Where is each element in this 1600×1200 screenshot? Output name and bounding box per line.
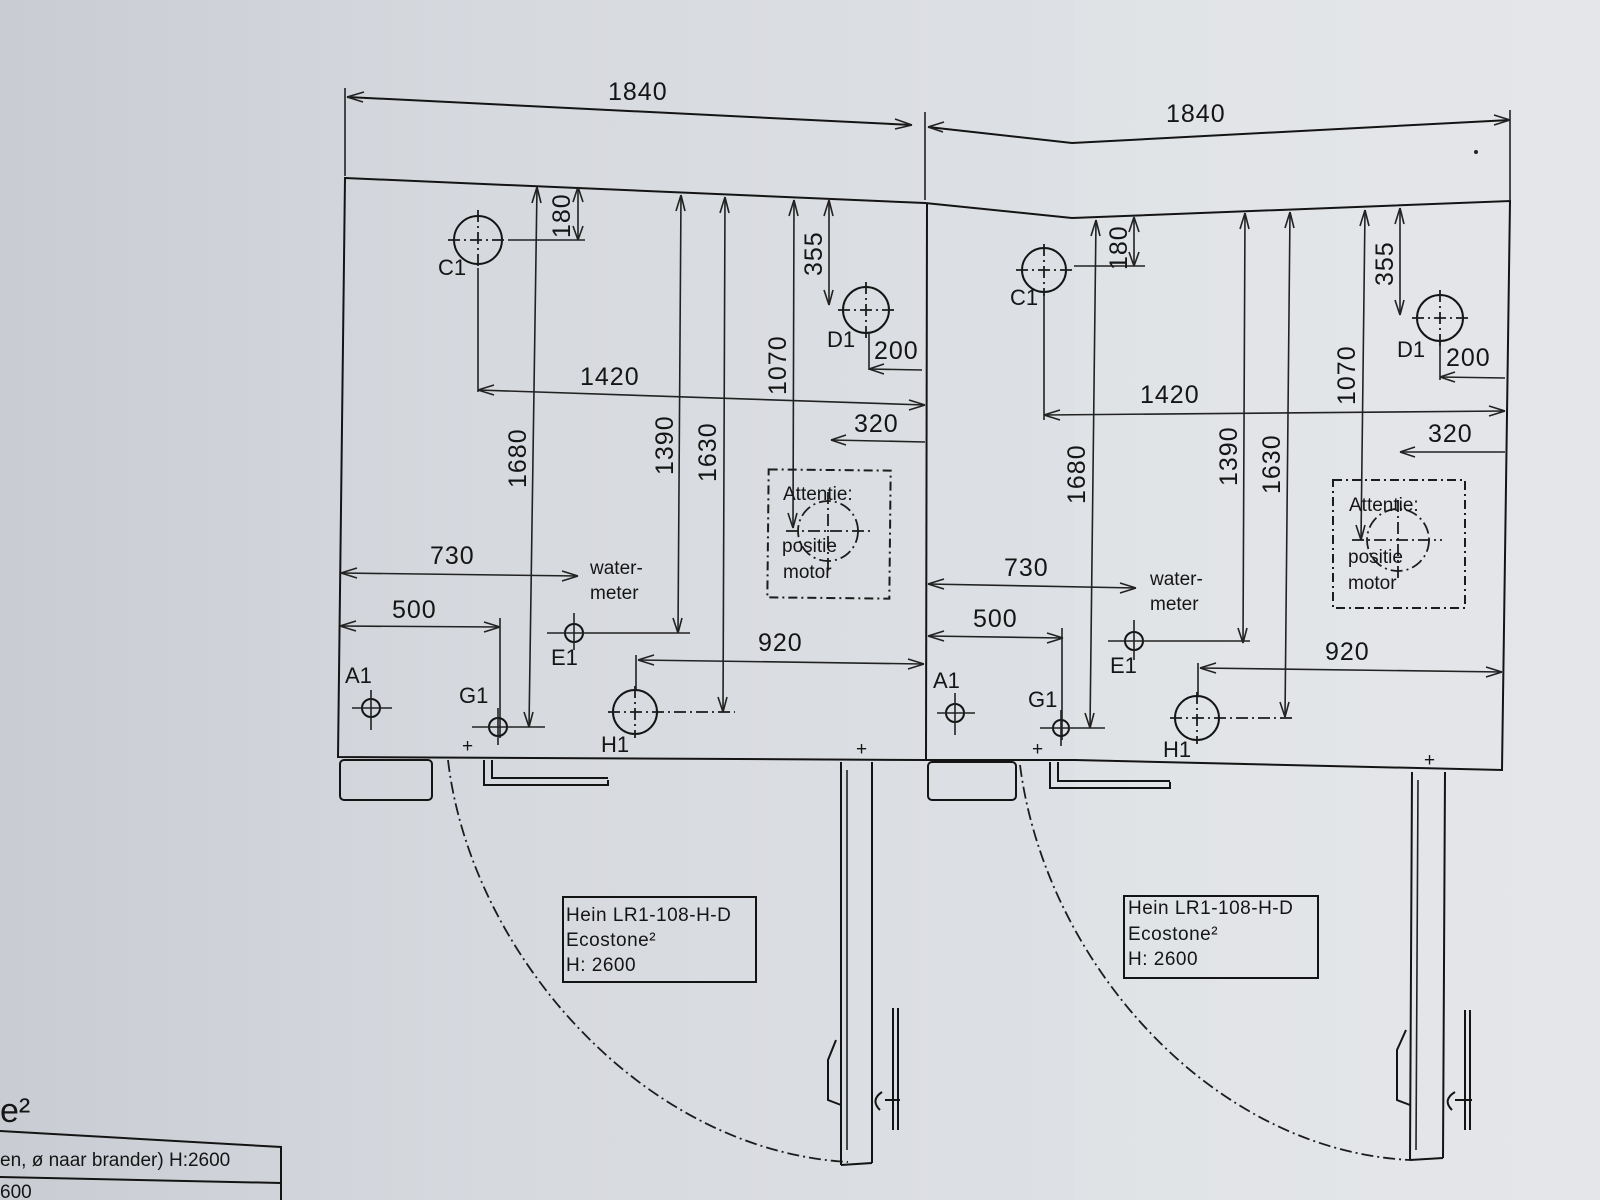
motor-attention-label: Attentie: [1349,495,1419,516]
model-height: H: 2600 [566,955,636,976]
door-swing-arc [1019,764,1411,1161]
table-row-1: en, ø naar brander) H:2600 [0,1150,230,1171]
dim-920: 920 [758,629,803,657]
dim-730: 730 [1004,554,1049,582]
dim-1390: 1390 [1215,426,1243,486]
door-swing-arc [447,759,849,1163]
water-meter-label-1: water- [1149,569,1203,590]
connection-g1-label: G1 [459,683,488,708]
motor-position-label: positie [782,536,837,557]
motor-position-area [766,468,892,600]
model-series: Ecostone² [566,930,656,951]
model-name: Hein LR1-108-H-D [1128,898,1293,919]
motor-attention-label: Attentie: [783,484,853,505]
dim-1390: 1390 [651,415,679,475]
dim-1630: 1630 [1258,434,1286,494]
door-handle [827,1008,900,1130]
plus-mark-4: + [1424,750,1435,771]
dim-1680: 1680 [1063,444,1091,504]
floor-plan-outline [336,176,1512,772]
dim-1070: 1070 [1333,345,1361,405]
unit-right: 1840 C1 180 1680 1390 1630 1070 355 [927,100,1511,1161]
ink-dot [1474,150,1478,154]
plus-mark-2: + [856,739,867,760]
model-height: H: 2600 [1128,949,1198,970]
dim-180: 180 [548,193,576,238]
water-meter-label-2: meter [590,583,639,604]
motor-motor-label: motor [783,562,832,583]
plus-mark-1: + [462,736,473,757]
dim-180: 180 [1105,225,1133,270]
dim-355: 355 [1371,241,1399,286]
connection-a1-label: A1 [345,663,372,688]
overall-width-label: 1840 [608,78,668,106]
room-divider-wall [925,202,928,761]
dim-500: 500 [392,596,437,624]
table-row-2: 600 [0,1182,32,1200]
connection-h1-label: H1 [601,732,629,757]
dim-200: 200 [1446,344,1491,372]
door-panel [840,762,873,1166]
dim-320: 320 [1428,420,1473,448]
connection-e1-label: E1 [1110,653,1137,678]
connection-d1-label: D1 [827,327,855,352]
connection-c1-label: C1 [1010,285,1038,310]
connection-c1-label: C1 [438,255,466,280]
dim-355: 355 [800,231,828,276]
connection-e1-label: E1 [551,645,578,670]
water-meter-label-2: meter [1150,594,1199,615]
dim-730: 730 [430,542,475,570]
connection-g1-label: G1 [1028,687,1057,712]
dim-200: 200 [874,337,919,365]
water-meter-label-1: water- [589,558,643,579]
overall-width-label: 1840 [1166,100,1226,128]
door-handle [1396,1010,1472,1130]
dim-1680: 1680 [504,428,532,488]
specification-table-fragment: e² en, ø naar brander) H:2600 600 [0,1092,282,1200]
boiler-foot [927,761,1017,801]
model-info-box [562,896,757,983]
dim-1420: 1420 [580,363,640,391]
model-name: Hein LR1-108-H-D [566,905,731,926]
connection-h1-label: H1 [1163,737,1191,762]
dim-920: 920 [1325,638,1370,666]
connection-a1-label: A1 [933,668,960,693]
page-fold-shade [1075,0,1600,1200]
connection-d1-label: D1 [1397,337,1425,362]
motor-position-area [1332,479,1466,609]
dim-1420: 1420 [1140,381,1200,409]
model-info-box [1123,895,1319,979]
boiler-foot [339,759,433,801]
unit-left: 1840 C1 180 1680 1390 1630 1070 355 [339,78,926,1166]
model-series: Ecostone² [1128,924,1218,945]
motor-position-label: positie [1348,547,1403,568]
dim-320: 320 [854,410,899,438]
plus-mark-3: + [1032,739,1043,760]
door-panel [1409,771,1446,1161]
table-title-fragment: e² [0,1092,30,1130]
dim-500: 500 [973,605,1018,633]
dim-1070: 1070 [764,335,792,395]
dim-1630: 1630 [694,422,722,482]
motor-motor-label: motor [1348,573,1397,594]
